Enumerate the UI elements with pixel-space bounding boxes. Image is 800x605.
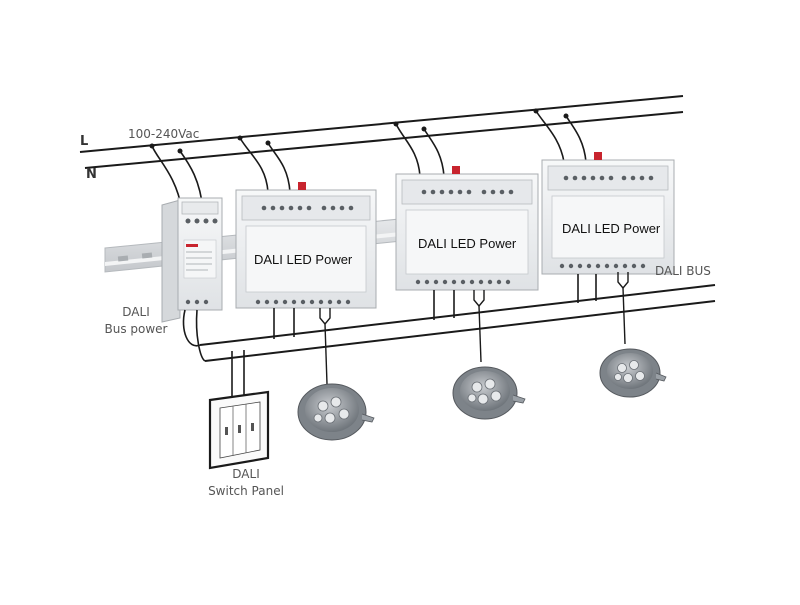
dali-led-power-module (235, 182, 377, 309)
line-n-label: N (86, 167, 97, 182)
bus-power-label-line1: DALI (122, 305, 150, 319)
line-l-label: L (80, 134, 89, 149)
module-1-title: DALI LED Power (254, 252, 353, 267)
bus-power-label: DALI Bus power (100, 304, 172, 338)
dali-bus-label: DALI BUS (655, 264, 711, 278)
switch-panel-label-line2: Switch Panel (208, 484, 284, 498)
mains-junctions (149, 108, 569, 154)
dali-led-power-module (541, 152, 675, 275)
dali-bus-wire-2 (204, 300, 716, 362)
module-2-title: DALI LED Power (418, 236, 517, 251)
switch-panel-wires (231, 350, 245, 399)
voltage-label: 100-240Vac (128, 127, 200, 141)
line-l-wire (79, 95, 684, 153)
module-3-title: DALI LED Power (562, 221, 661, 236)
recessed-downlight-icon (452, 366, 526, 420)
switch-panel-label: DALI Switch Panel (198, 466, 294, 500)
dali-bus-wire-1 (199, 284, 716, 346)
bus-power-label-line2: Bus power (104, 322, 168, 336)
mains-drops (151, 110, 587, 211)
dali-led-power-module (395, 166, 539, 291)
bus-power-drops (182, 309, 206, 362)
lamp-drops (319, 272, 629, 385)
dali-bus-lines (199, 284, 716, 362)
switch-panel-label-line1: DALI (232, 467, 260, 481)
recessed-downlight-icon (297, 383, 375, 441)
module-bus-drops (273, 274, 597, 339)
recessed-downlight-icon (599, 348, 667, 398)
dali-bus-power-module (161, 197, 223, 323)
wall-switch-icon (208, 390, 270, 470)
